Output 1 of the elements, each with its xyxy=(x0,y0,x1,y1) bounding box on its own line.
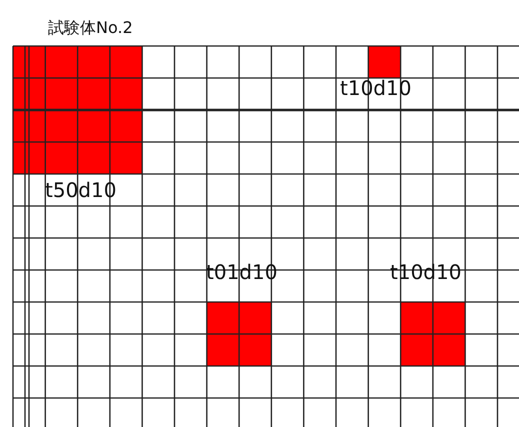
title: 試験体No.2 xyxy=(48,20,133,36)
